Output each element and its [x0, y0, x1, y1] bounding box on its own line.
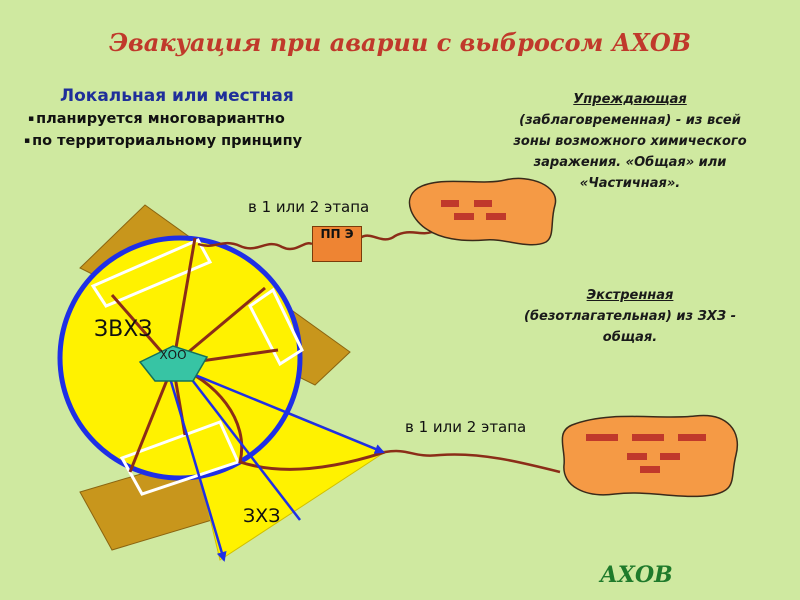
preemptive-line-4: «Частичная».	[579, 176, 681, 191]
chemical-facility-marker	[138, 345, 209, 382]
settlement-top-houses	[441, 200, 506, 220]
preemptive-heading: Упреждающая	[573, 92, 687, 107]
page-title: Эвакуация при аварии с выбросом АХОВ	[108, 28, 692, 57]
evacuation-point-label: ПП Э	[312, 226, 362, 262]
bullet-marker-icon: ▪	[24, 136, 31, 146]
stage-label-bottom: в 1 или 2 этапа	[405, 418, 527, 436]
possible-zone-label: ЗВХЗ	[94, 317, 153, 342]
chemical-facility-label: ХОО	[159, 348, 187, 362]
contamination-zone-label: ЗХЗ	[243, 505, 281, 527]
arrow-head-icon	[177, 366, 385, 454]
evacuation-arrows	[168, 366, 385, 562]
route-to-settlement-top	[359, 230, 433, 241]
preemptive-evacuation-block: Упреждающая (заблаговременная) - из всей…	[470, 89, 790, 194]
local-evacuation-title: Локальная или местная	[60, 86, 294, 106]
settlement-bottom	[561, 414, 738, 498]
building-outline-1	[90, 238, 213, 308]
local-bullet-2: ▪по территориальному принципу	[24, 133, 303, 149]
route-to-ppe	[197, 241, 313, 251]
emergency-evacuation-block: Экстренная (безотлагательная) из ЗХЗ - о…	[470, 285, 790, 348]
settlement-top	[408, 177, 557, 246]
preemptive-line-1: (заблаговременная) - из всей	[519, 113, 741, 128]
route-to-settlement-bottom	[384, 449, 561, 474]
bullet-marker-icon: ▪	[28, 114, 35, 124]
preemptive-line-3: заражения. «Общая» или	[533, 155, 727, 170]
emergency-heading: Экстренная	[586, 288, 674, 303]
preemptive-line-2: зоны возможного химического	[513, 134, 747, 149]
emergency-line-1: (безотлагательная) из ЗХЗ -	[524, 309, 736, 324]
settlement-bottom-houses	[586, 434, 706, 473]
ahov-label: АХОВ	[600, 562, 673, 588]
building-outline-2	[248, 287, 304, 367]
local-bullet-1: ▪планируется многовариантно	[28, 111, 285, 127]
stage-label-top: в 1 или 2 этапа	[248, 198, 370, 216]
arrow-head-icon	[168, 377, 227, 562]
emergency-line-2: общая.	[602, 330, 658, 345]
